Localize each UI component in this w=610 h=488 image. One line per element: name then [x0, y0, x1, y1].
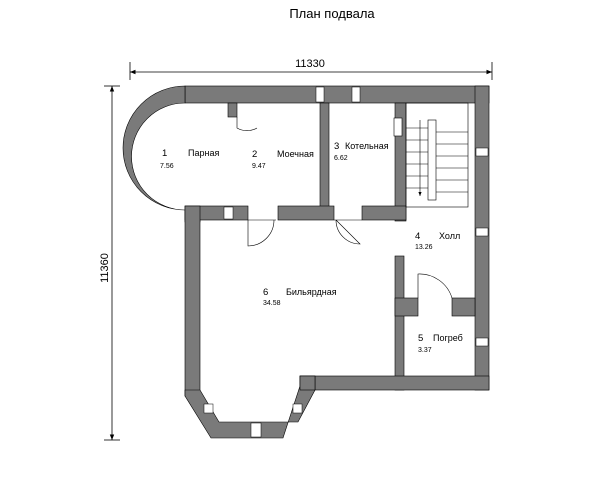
room-4-label: 4 Холл 13.26	[415, 231, 460, 251]
height-dimension: 11360	[99, 253, 111, 283]
room-1-label: 1 Парная 7.56	[160, 148, 219, 170]
svg-text:5: 5	[418, 333, 423, 344]
svg-text:6.62: 6.62	[334, 155, 348, 162]
room-3-label: 3 Котельная 6.62	[334, 141, 389, 162]
doors	[236, 117, 453, 299]
svg-text:Парная: Парная	[188, 148, 219, 158]
svg-text:Котельная: Котельная	[345, 141, 389, 151]
svg-text:34.58: 34.58	[263, 300, 281, 307]
svg-text:6: 6	[263, 287, 268, 298]
width-dimension: 11330	[295, 58, 325, 70]
staircase	[393, 102, 469, 208]
svg-text:1: 1	[162, 148, 167, 159]
svg-text:2: 2	[252, 149, 257, 160]
svg-text:3: 3	[334, 141, 339, 152]
dimension-lines	[104, 62, 493, 441]
svg-text:Бильярдная: Бильярдная	[286, 287, 337, 297]
svg-text:Холл: Холл	[439, 231, 460, 241]
windows	[203, 86, 489, 438]
svg-text:13.26: 13.26	[415, 244, 433, 251]
svg-text:9.47: 9.47	[252, 163, 266, 170]
svg-text:Погреб: Погреб	[433, 333, 463, 343]
room-6-label: 6 Бильярдная 34.58	[263, 287, 337, 307]
room-2-label: 2 Моечная 9.47	[252, 149, 314, 170]
plan-title: План подвала	[289, 6, 375, 21]
svg-text:7.56: 7.56	[160, 163, 174, 170]
svg-text:Моечная: Моечная	[277, 149, 314, 159]
walls	[122, 85, 490, 439]
svg-text:4: 4	[415, 231, 420, 242]
room-5-label: 5 Погреб 3.37	[418, 333, 463, 354]
svg-text:3.37: 3.37	[418, 347, 432, 354]
